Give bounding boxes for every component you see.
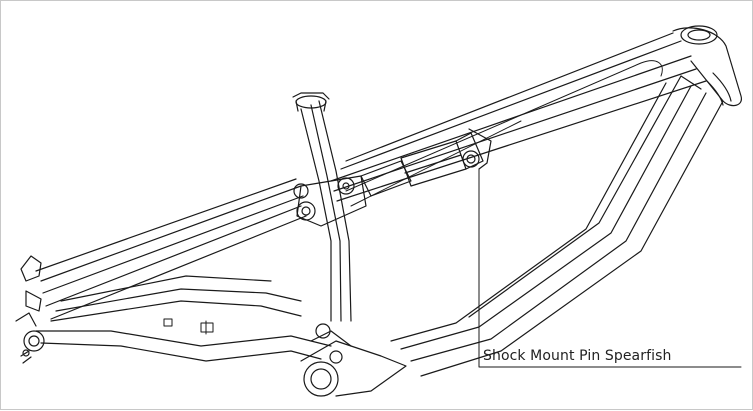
seat-stays	[35, 178, 307, 320]
rear-dropout	[15, 255, 45, 364]
head-tube	[672, 25, 743, 107]
down-tube	[390, 75, 724, 377]
callout-leader	[478, 168, 742, 368]
seat-tube	[292, 92, 352, 322]
rocker-link	[293, 175, 367, 227]
chainstay-details	[163, 318, 214, 335]
chain-stays	[35, 275, 332, 362]
shock-mount-pin-label: Shock Mount Pin Spearfish	[483, 348, 672, 364]
top-tube	[330, 32, 707, 202]
rear-shock	[360, 128, 492, 197]
bottom-bracket	[300, 323, 407, 397]
